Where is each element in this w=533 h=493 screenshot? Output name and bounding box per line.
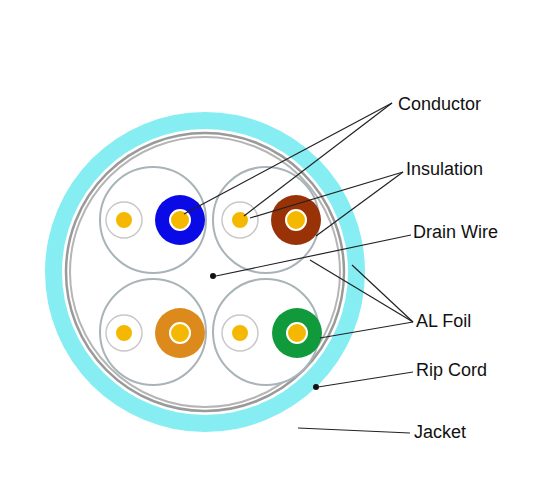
orange-insulation	[155, 308, 205, 358]
outer-foil-layer	[70, 137, 340, 407]
white-insulation	[106, 202, 258, 351]
outer-foil	[66, 133, 344, 411]
jacket-inner	[62, 129, 348, 415]
insulation-label: Insulation	[406, 159, 483, 181]
drain-wire	[210, 273, 216, 279]
leader-lines	[184, 103, 413, 433]
rip-cord-label: Rip Cord	[416, 360, 487, 382]
jacket-label: Jacket	[414, 422, 466, 444]
blue-insulation	[155, 195, 205, 245]
al-foil-label: AL Foil	[416, 311, 471, 333]
drain-wire-label: Drain Wire	[413, 222, 498, 244]
brown-insulation	[271, 195, 321, 245]
conductors	[115, 210, 307, 343]
green-insulation	[272, 308, 322, 358]
conductor-label: Conductor	[398, 94, 481, 116]
